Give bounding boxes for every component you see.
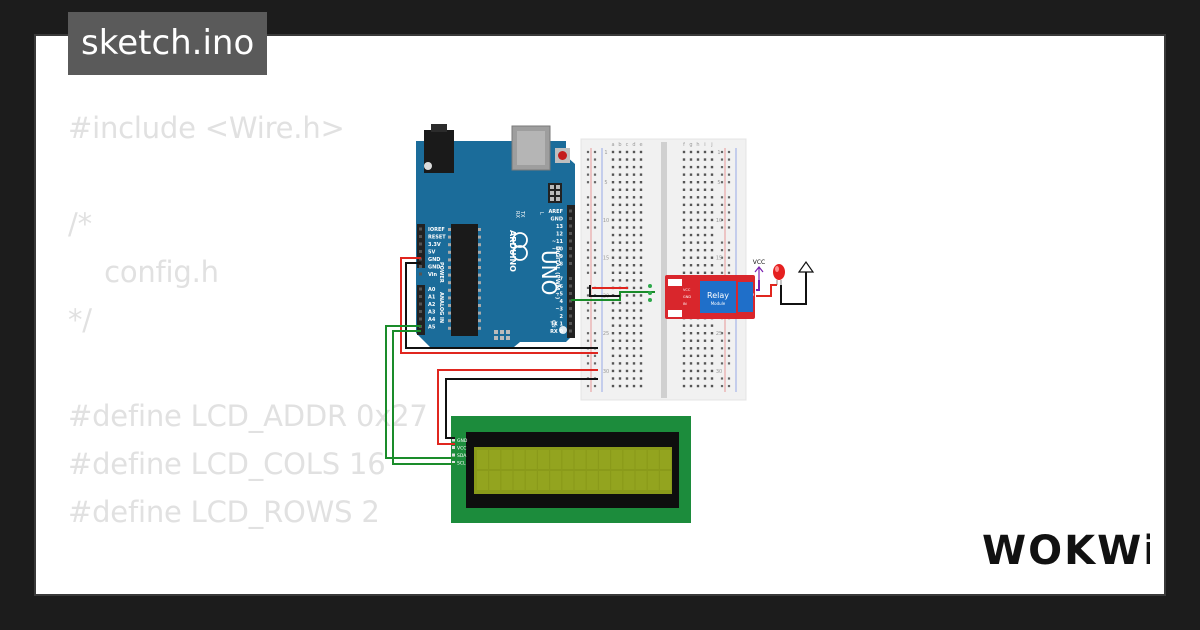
breadboard-row-number: 30 [716,369,722,375]
breadboard[interactable]: 115510101515202025253030abcdefghij [580,138,747,401]
arduino-left-pin-label: RESET [428,235,446,241]
breadboard-column-letter: d [632,142,635,148]
code-line: #define SERIAL_BAUD 9600 [68,584,470,594]
arduino-right-pin-label: GND [551,217,563,223]
breadboard-column-letter: b [618,142,621,148]
arduino-right-pin-label: ~3 [555,307,563,313]
red-led[interactable] [773,264,785,285]
breadboard-column-letter: f [683,142,685,148]
code-line: #define LCD_ROWS 2 [68,495,380,529]
power-label: POWER [438,262,444,283]
relay-pin-label: IN [683,302,687,306]
arduino-left-pin-label: 3.3V [428,242,441,248]
breadboard-row-number: 5 [717,180,720,186]
breadboard-row-number: 30 [603,369,609,375]
breadboard-column-letter: h [696,142,699,148]
rx-label: RX [514,211,520,218]
arduino-right-pin-label: 2 [560,314,564,320]
arduino-right-pin-label: ~6 [555,284,563,290]
relay-pin-label: VCC [683,288,691,292]
arduino-left-pin-label: A3 [428,310,436,316]
breadboard-row-number: 15 [603,256,609,262]
arduino-left-pin-label: A4 [428,317,436,323]
breadboard-column-letter: j [710,142,712,148]
arduino-right-pin-label: ~10 [552,247,564,253]
code-line: /* [68,207,92,241]
lcd-pin-label: VCC [457,446,466,452]
vcc-symbol [754,266,764,280]
arduino-right-pin-label: 12 [556,232,563,238]
relay-label: Relay [707,291,729,300]
relay-pin-label: GND [683,295,691,299]
arduino-model-label: UNO [537,250,561,295]
code-background: #include <Wire.h> /* config.h */ #define LC… [68,104,470,594]
breadboard-row-number: 1 [717,150,720,156]
breadboard-row-number: 15 [716,256,722,262]
arduino-right-pin-label: 4 [560,299,564,305]
code-line: #include <Wire.h> [68,111,345,145]
breadboard-column-letter: c [626,142,629,148]
breadboard-column-letter: e [639,142,642,148]
arduino-right-pin-label: 8 [560,262,564,268]
arduino-left-pin-label: Vin [428,272,437,278]
arduino-left-pin-label: A5 [428,325,436,331]
arduino-right-pin-label: AREF [548,209,563,215]
lcd-pin-label: SCL [457,461,466,467]
l-led-label: L [538,212,544,215]
arduino-right-pin-label: ~9 [555,254,563,260]
arduino-right-pin-label: 13 [556,224,563,230]
breadboard-row-number: 10 [716,218,722,224]
file-tab-label: sketch.ino [81,23,255,63]
breadboard-column-letter: i [704,142,705,148]
atmega-chip [451,224,478,336]
arduino-left-pin-label: A1 [428,295,436,301]
arduino-left-pin-label: GND [428,257,440,263]
arduino-brand-label: ARDUINO [508,230,517,272]
code-line: #define LCD_ADDR 0x27 [68,399,428,433]
arduino-right-pin-label: ~11 [552,239,564,245]
tx-label: TX [519,210,525,218]
arduino-right-pin-label: ~5 [555,292,563,298]
ground-symbol [797,260,815,273]
on-led-label: ON [550,320,556,328]
lcd-pin-label: SDA [457,453,467,459]
code-line: */ [68,303,92,337]
arduino-left-pin-label: GND [428,265,440,271]
breadboard-row-number: 25 [603,331,609,337]
relay-sublabel: Module [711,301,726,306]
lcd-pin-label: GND [457,438,468,444]
arduino-right-pin-label: 7 [560,277,564,283]
breadboard-column-letter: a [611,142,614,148]
file-tab[interactable]: sketch.ino [68,12,268,75]
vcc-label: VCC [753,259,765,266]
arduino-right-pin-label: TX 1 [551,322,564,328]
breadboard-row-number: 10 [603,218,609,224]
breadboard-row-number: 1 [604,150,607,156]
wokwi-logo: WOKWi [980,526,1157,578]
icsp-header [494,183,562,340]
arduino-left-pin-label: A0 [428,287,436,293]
analog-label: ANALOG IN [438,292,444,323]
wires [385,257,807,465]
relay-module[interactable]: Relay Module VCCGNDINNOCOMNC [665,275,755,319]
wokwi-logo-text: WOKWi [982,528,1150,574]
breadboard-row-number: 25 [716,331,722,337]
breadboard-row-number: 5 [604,180,607,186]
code-line: config.h [68,255,219,289]
wokwi-logo-mark: WOKWi [982,528,1157,574]
arduino-right-pin-label: RX 0 [550,329,563,335]
arduino-left-pin-label: A2 [428,302,436,308]
arduino-left-pin-label: IOREF [428,227,445,233]
arduino-left-pin-label: 5V [428,250,435,256]
digital-label: DIGITAL (PWM ~) [554,246,560,300]
code-line: #define LCD_COLS 16 [68,447,386,481]
breadboard-column-letter: g [689,142,692,148]
